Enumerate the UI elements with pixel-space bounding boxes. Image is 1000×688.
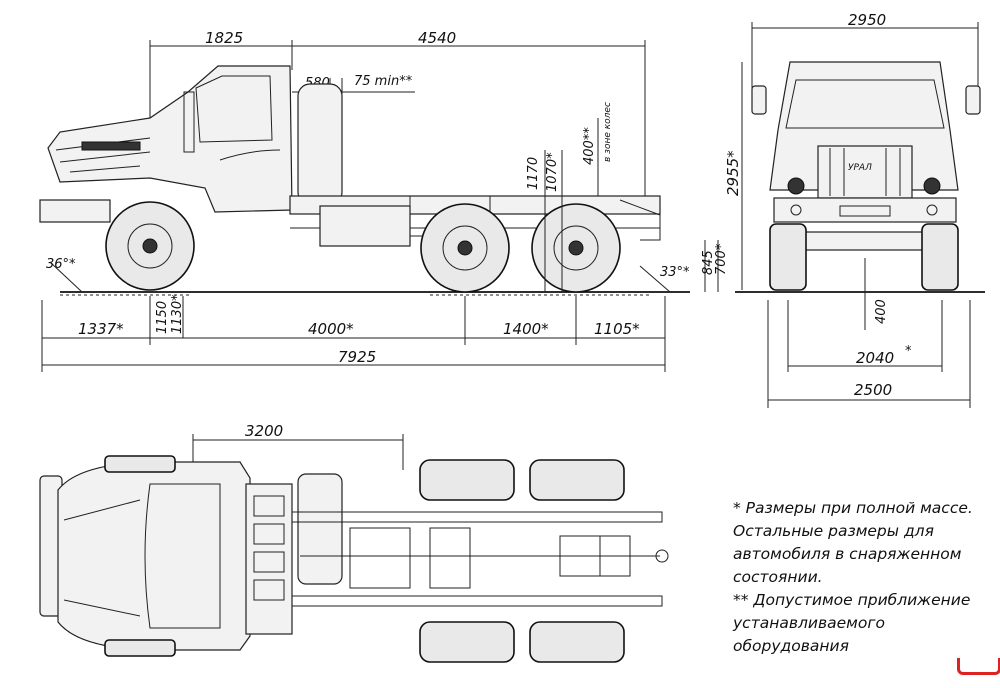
- dim-frame-1170: 1170: [526, 157, 541, 190]
- dim-zone-note: в зоне колес: [603, 102, 613, 162]
- dim-clearance: 400: [874, 299, 889, 324]
- dim-front-overhang: 1337*: [78, 320, 124, 338]
- dim-wheelbase: 4000*: [308, 320, 354, 338]
- dim-ground-1130: 1130*: [170, 294, 185, 334]
- note-full-mass: * Размеры при полной массе. Остальные ра…: [733, 499, 973, 586]
- dim-bogie: 1400*: [503, 320, 549, 338]
- dim-gap-75: 75 min**: [354, 74, 413, 89]
- corner-mark: [957, 658, 1000, 675]
- dim-total-length: 7925: [338, 348, 376, 366]
- dim-departure-angle: 33°*: [660, 265, 690, 280]
- dim-approach-angle: 36°*: [46, 257, 76, 272]
- front-view: 2950 2955* УРАЛ 400 2040: [724, 11, 985, 408]
- note-equipment: ** Допустимое приближение устанавливаемо…: [733, 591, 971, 655]
- side-view: 1825 4540 580 75 min**: [39, 29, 729, 372]
- dim-track: 2040: [856, 349, 894, 367]
- dim-rear-overhang: 1105*: [594, 320, 640, 338]
- top-view: 3200: [39, 422, 669, 663]
- dim-height-700: 700*: [714, 243, 729, 275]
- dim-frame-1070: 1070*: [545, 152, 560, 192]
- notes-block: * Размеры при полной массе. Остальные ра…: [733, 497, 995, 658]
- dim-width-top: 2950: [848, 11, 886, 29]
- dim-width-total: 2500: [854, 381, 892, 399]
- dim-cab-to-rear: 4540: [418, 29, 456, 47]
- dim-front-to-cab: 1825: [205, 29, 243, 47]
- dim-height-total: 2955*: [724, 150, 742, 196]
- dim-ground-1150: 1150: [155, 301, 170, 334]
- dim-zone-400: 400**: [582, 127, 597, 165]
- dim-track-star: *: [905, 344, 912, 359]
- grille-badge: УРАЛ: [848, 163, 872, 173]
- dim-height-845: 845: [701, 250, 716, 275]
- dim-length-3200: 3200: [245, 422, 283, 440]
